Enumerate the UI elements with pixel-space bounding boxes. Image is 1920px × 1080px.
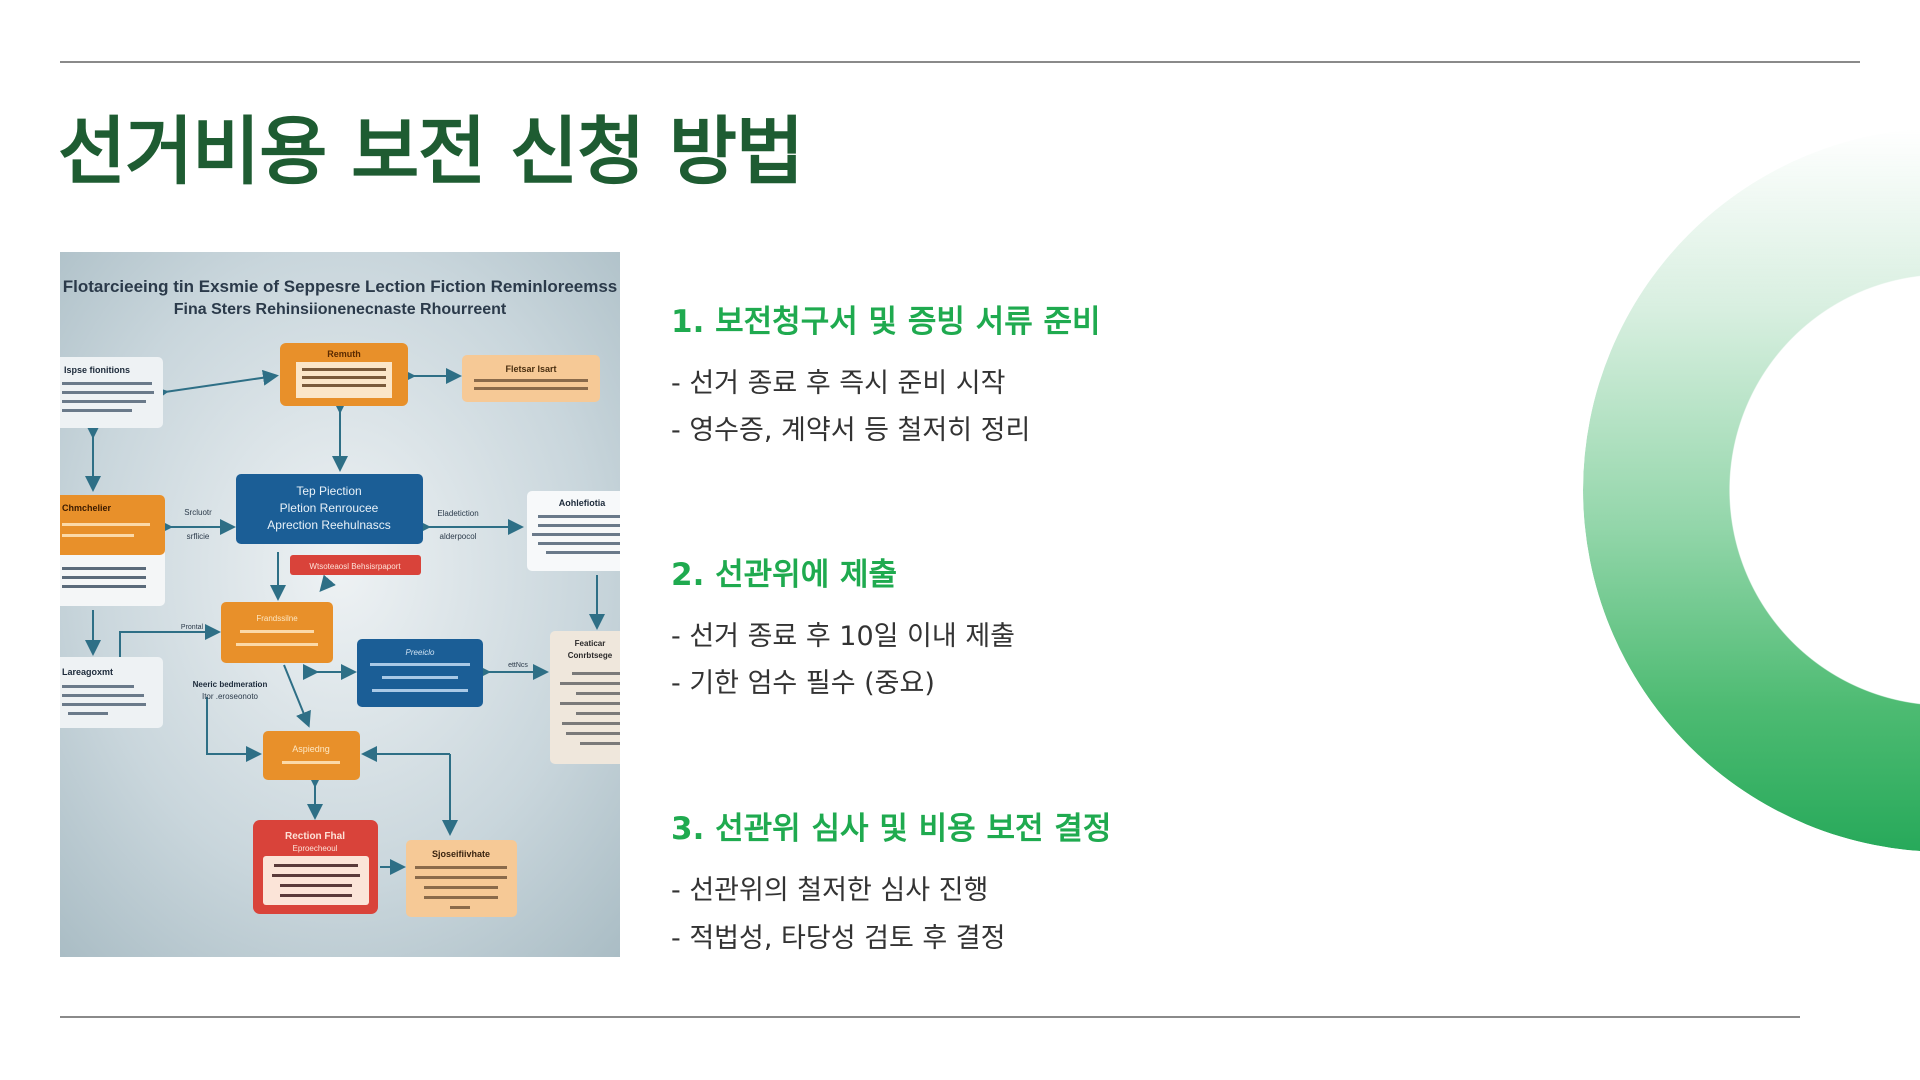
box-right-low-line1: Featicar bbox=[575, 639, 606, 648]
decorative-green-ring bbox=[1583, 128, 1920, 852]
box-right-mid-label: Aohlefiotia bbox=[559, 498, 606, 508]
step-1-item-2: - 영수증, 계약서 등 철저히 정리 bbox=[671, 415, 1031, 446]
box-center-line1: Tep Piection bbox=[296, 484, 361, 498]
step-2-item-2: - 기한 엄수 필수 (중요) bbox=[671, 668, 935, 699]
step-1-item-1: - 선거 종료 후 즉시 준비 시작 bbox=[671, 368, 1006, 399]
box-mid-blue-label: Preeiclo bbox=[406, 648, 435, 657]
slide-title: 선거비용 보전 신청 방법 bbox=[58, 109, 804, 195]
box-bottom-peach-label: Sjoseifiivhate bbox=[432, 849, 490, 859]
box-mid-orange-label: Frandssilne bbox=[256, 614, 298, 623]
box-top-center-label: Remuth bbox=[327, 349, 361, 359]
diagram-title-2: Fina Sters Rehinsiionenecnaste Rhourreen… bbox=[174, 301, 507, 318]
box-top-right-label: Fletsar Isart bbox=[505, 364, 556, 374]
box-right-low-line2: Conrbtsege bbox=[568, 651, 613, 660]
step-3-heading: 3. 선관위 심사 및 비용 보전 결정 bbox=[671, 811, 1112, 847]
box-bottom-red-line2: Eproecheoul bbox=[293, 844, 338, 853]
box-low-orange-label: Aspiedng bbox=[292, 744, 330, 754]
box-bottom-red-line1: Rection Fhal bbox=[285, 831, 345, 842]
label-right-small: ettNcs bbox=[508, 662, 528, 669]
box-left-top-label: Ispse fionitions bbox=[64, 365, 130, 375]
box-left-mid-label: Chmchelier bbox=[62, 503, 112, 513]
step-2-heading: 2. 선관위에 제출 bbox=[671, 557, 898, 593]
box-center-red-label: Wtsoteaosl Behsisrpaport bbox=[309, 562, 401, 571]
label-right-arrow-top: Eladetiction bbox=[437, 509, 478, 518]
top-divider bbox=[60, 61, 1860, 63]
box-left-low-label: Lareagoxmt bbox=[62, 667, 113, 677]
bottom-divider bbox=[60, 1016, 1800, 1018]
box-center-line3: Aprection Reehulnascs bbox=[267, 518, 390, 532]
step-1-heading: 1. 보전청구서 및 증빙 서류 준비 bbox=[671, 304, 1101, 340]
label-left-arrow-bottom: srflicie bbox=[187, 532, 210, 541]
label-mid-left-1: Neeric bedmeration bbox=[193, 680, 268, 689]
step-3-item-1: - 선관위의 철저한 심사 진행 bbox=[671, 875, 989, 906]
diagram-title-1: Flotarcieeing tin Exsmie of Seppesre Lec… bbox=[63, 277, 618, 296]
flowchart-image: Flotarcieeing tin Exsmie of Seppesre Lec… bbox=[60, 252, 620, 957]
step-2-item-1: - 선거 종료 후 10일 이내 제출 bbox=[671, 621, 1015, 652]
label-mid-left-2: Itor .eroseonoto bbox=[202, 692, 259, 701]
box-center-line2: Pletion Renroucee bbox=[280, 501, 379, 515]
label-left-arrow-top: Srcluotr bbox=[184, 508, 212, 517]
step-3-item-2: - 적법성, 타당성 검토 후 결정 bbox=[671, 923, 1006, 954]
label-right-arrow-bottom: alderpocol bbox=[440, 532, 477, 541]
label-pontal: Prontal bbox=[181, 624, 204, 631]
